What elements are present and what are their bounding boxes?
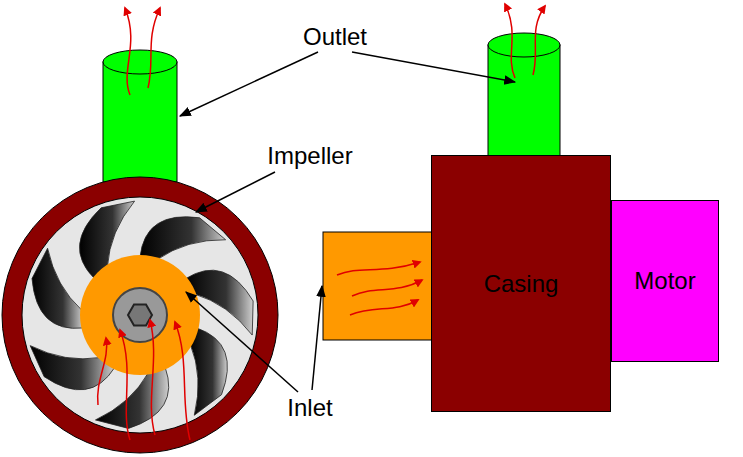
leader-line bbox=[186, 292, 298, 392]
flow-arrow bbox=[337, 262, 420, 275]
inlet-eye bbox=[80, 255, 200, 375]
part-label: Outlet bbox=[303, 23, 367, 51]
leader-line bbox=[196, 172, 275, 212]
impeller-blades bbox=[30, 201, 253, 428]
impeller-blade bbox=[190, 328, 227, 415]
flow-arrow bbox=[533, 6, 545, 75]
shaft-hex bbox=[128, 305, 152, 326]
casing-ring bbox=[2, 177, 278, 453]
outlet-pipe-top bbox=[103, 50, 177, 74]
impeller-chamber bbox=[22, 197, 258, 433]
node-label: Casing bbox=[484, 270, 559, 298]
flow-arrow bbox=[120, 330, 130, 440]
casing-box: Casing bbox=[431, 155, 611, 412]
outlet-pipe bbox=[488, 45, 560, 157]
flow-arrow bbox=[350, 300, 418, 315]
flow-arrow bbox=[505, 4, 515, 78]
flow-arrow bbox=[148, 8, 160, 88]
leader-line bbox=[180, 52, 318, 116]
leader-line bbox=[352, 52, 515, 82]
impeller-blade bbox=[32, 248, 83, 328]
pump-front-view bbox=[2, 50, 278, 453]
outlet-pipe bbox=[103, 62, 177, 182]
node-label: Motor bbox=[634, 267, 695, 295]
outlet-pipe-top bbox=[488, 33, 560, 57]
flow-arrow bbox=[98, 338, 107, 405]
impeller-blade bbox=[140, 217, 226, 260]
flow-arrow bbox=[175, 322, 190, 440]
flow-arrow bbox=[352, 280, 422, 296]
inlet-pipe bbox=[323, 232, 433, 340]
part-label: Impeller bbox=[267, 142, 352, 170]
flow-arrow bbox=[125, 8, 131, 95]
part-label: Inlet bbox=[287, 394, 332, 422]
flow-arrow bbox=[150, 320, 155, 435]
motor-box: Motor bbox=[611, 200, 719, 362]
leader-line bbox=[312, 286, 322, 390]
